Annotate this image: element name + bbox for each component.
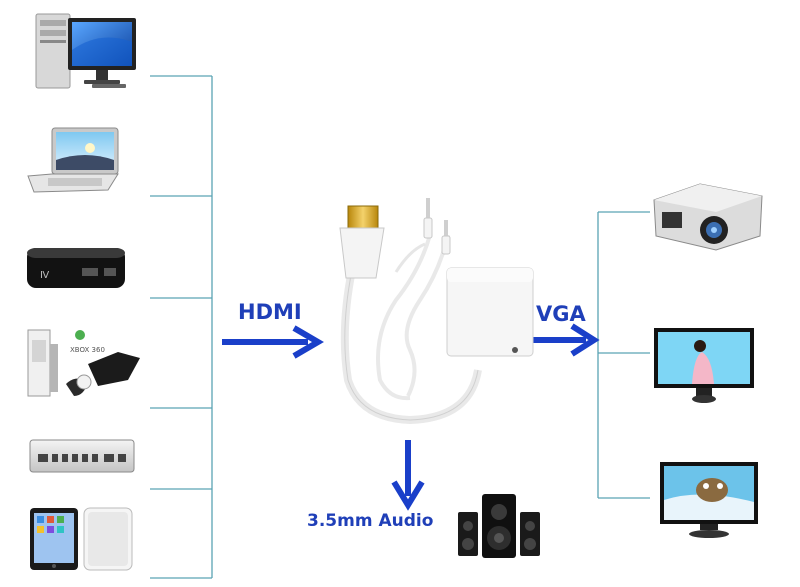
mac-mini-icon (29, 439, 135, 473)
hdmi-to-vga-adapter (339, 198, 534, 425)
vga-arrow (532, 323, 600, 357)
xbox-360-label: XBOX 360 (70, 346, 105, 354)
vga-label: VGA (536, 302, 586, 326)
lcd-monitor-icon (654, 328, 754, 403)
left-connector-lines (150, 75, 213, 579)
laptop-icon (27, 127, 119, 193)
projector-icon (653, 183, 763, 251)
apple-tv-box-icon: Ⅳ (27, 248, 125, 288)
tablet-icon (30, 507, 133, 571)
audio-label: 3.5mm Audio (307, 511, 434, 531)
hdmi-arrow (222, 325, 324, 359)
audio-arrow (391, 440, 425, 511)
speaker-system-icon (458, 494, 540, 558)
svg-text:Ⅳ: Ⅳ (40, 270, 50, 281)
desktop-computer-icon (35, 13, 136, 89)
hdmi-label: HDMI (238, 300, 302, 324)
widescreen-monitor-icon (660, 462, 758, 538)
game-consoles-icon: XBOX 360 (27, 329, 140, 397)
right-connector-lines (597, 211, 650, 499)
